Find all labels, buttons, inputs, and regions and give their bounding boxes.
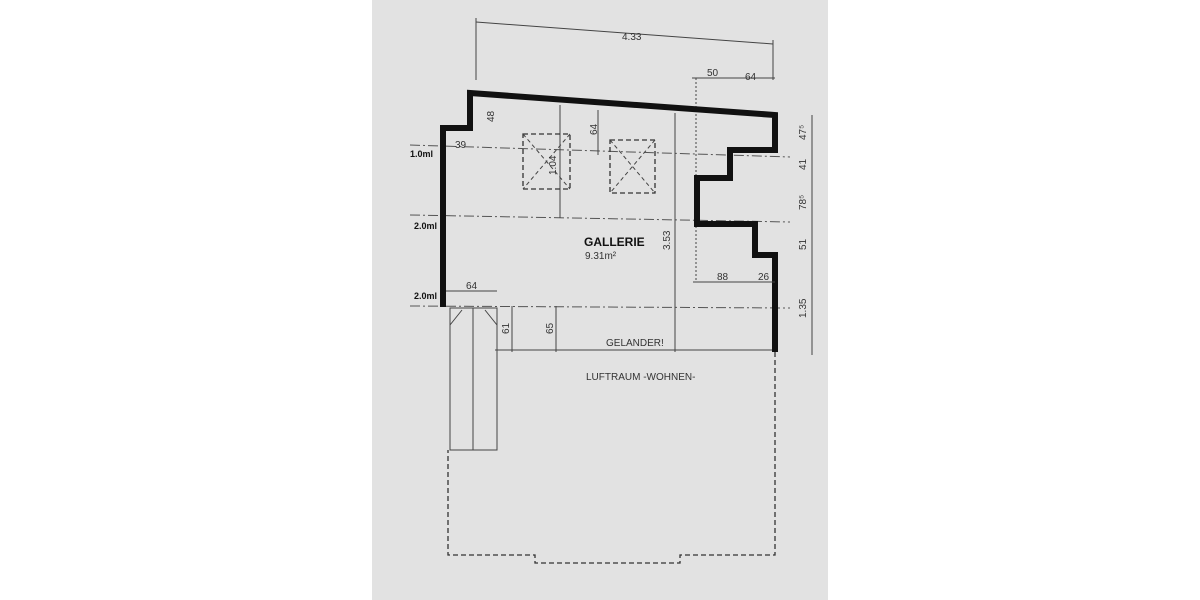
axis-lines	[409, 105, 791, 352]
dim-side-3: 78⁵	[798, 195, 809, 210]
dim-room-height: 3.53	[662, 230, 673, 250]
wall	[440, 89, 778, 352]
dim-top-right-a: 50	[707, 68, 719, 79]
dim-right-a: 88	[717, 272, 729, 283]
railing-label: GELANDER!	[606, 338, 664, 349]
dim-bottom-a: 61	[501, 322, 512, 334]
dim-side-5: 1.35	[798, 298, 809, 318]
skylight	[522, 133, 571, 190]
stair	[449, 307, 498, 451]
dim-side-2: 41	[798, 158, 809, 170]
dim-top-right-b: 64	[745, 72, 757, 83]
height-label: 2.0ml	[414, 221, 437, 231]
side-dimension: 47⁵ 41 78⁵ 51 1.35	[798, 115, 813, 355]
height-label: 1.0ml	[410, 149, 433, 159]
void-outline	[447, 352, 776, 564]
dim-left-top: 48	[486, 110, 497, 122]
dim-bottom-b: 65	[545, 322, 556, 334]
skylight	[609, 139, 656, 194]
void-label: LUFTRAUM -WOHNEN-	[586, 372, 695, 383]
dim-bottom-left: 64	[466, 281, 478, 292]
dim-right-b: 26	[758, 272, 770, 283]
dim-side-4: 51	[798, 238, 809, 250]
room-area: 9.31m²	[585, 251, 617, 262]
dim-left-offset: 39	[455, 140, 467, 151]
dim-top-width: 4.33	[622, 32, 642, 43]
dim-side-1: 47⁵	[798, 125, 809, 140]
height-label: 2.0ml	[414, 291, 437, 301]
dim-skylight-offset: 64	[589, 123, 600, 135]
dim-skylight-height: 1.04	[548, 155, 559, 175]
room-name: GALLERIE	[584, 235, 645, 249]
